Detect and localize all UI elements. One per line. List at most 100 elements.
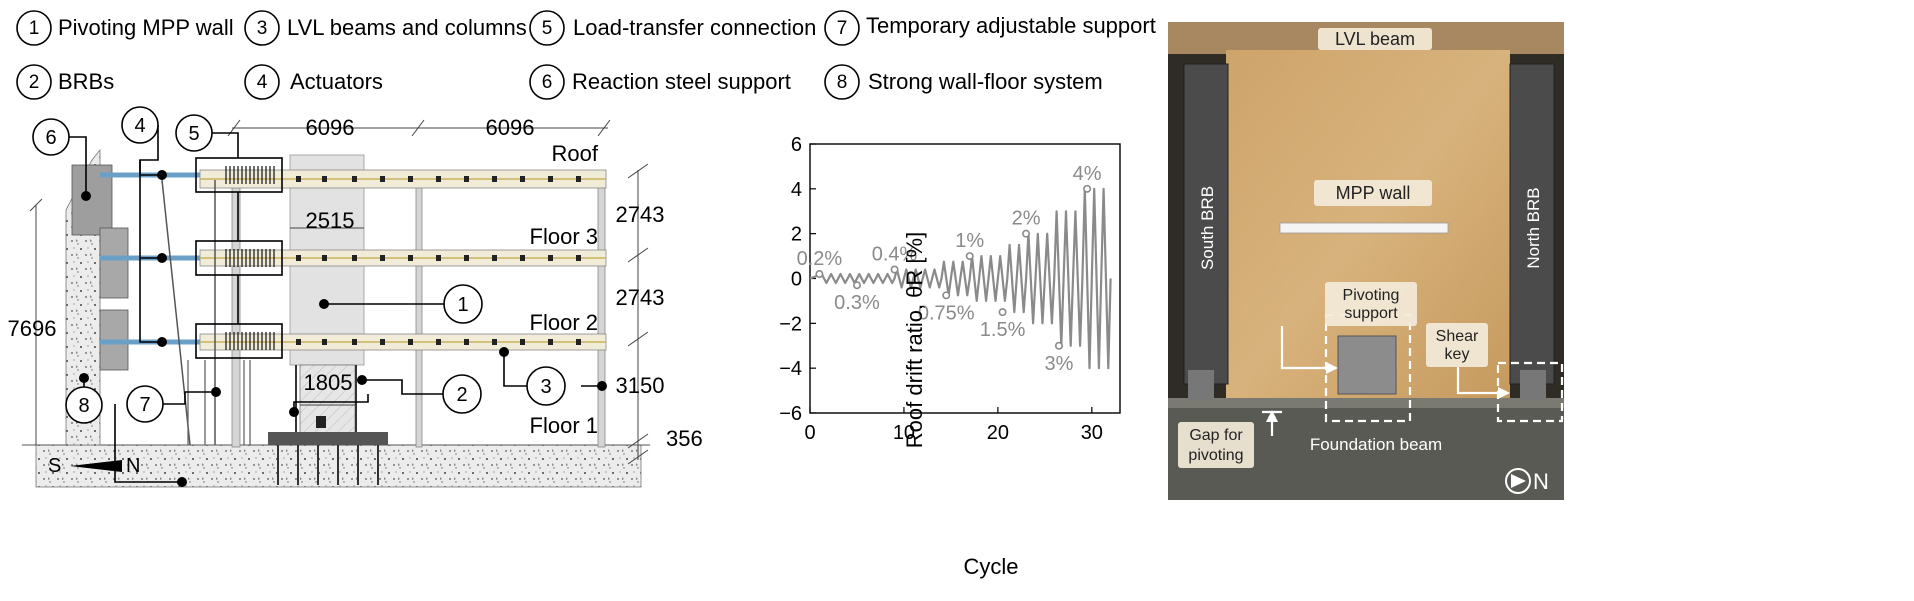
annotation-marker (965, 252, 974, 261)
legend-label: Reaction steel support (572, 69, 791, 94)
annotation-label: 1.5% (980, 319, 1026, 341)
annotation-label: 4% (1073, 163, 1102, 185)
photo-label-key: key (1445, 346, 1470, 363)
callout-8: 8 (65, 386, 103, 424)
annotation-marker (998, 308, 1007, 317)
north-brb-photo (1509, 63, 1555, 385)
annotation-marker (815, 270, 824, 279)
legend-number: 8 (837, 72, 848, 93)
dim-base-width: 1805 (304, 370, 353, 395)
drift-signal-line (809, 187, 1112, 370)
callouts: 6 4 5 1 2 3 7 (32, 106, 566, 424)
photo-label-north-brb: North BRB (1524, 187, 1543, 268)
legend-label: LVL beams and columns (287, 15, 527, 40)
photo-label-shear: Shear (1436, 328, 1479, 345)
legend-label: Load-transfer connection (573, 15, 816, 40)
annotation-marker (852, 281, 861, 290)
y-tick-label: −4 (779, 358, 802, 380)
dim-bay-1: 6096 (306, 115, 355, 140)
legend-label: Strong wall-floor system (868, 69, 1103, 94)
floor-beams (199, 169, 607, 351)
svg-text:5: 5 (188, 123, 199, 145)
north-arrow-icon (1511, 474, 1526, 488)
photo-label-north: N (1533, 469, 1549, 494)
legend-number: 4 (257, 72, 268, 93)
photo-label-south-brb: South BRB (1198, 186, 1217, 270)
legend-label: Pivoting MPP wall (58, 15, 234, 40)
compass-north: N (126, 455, 140, 477)
y-axis-label: Roof drift ratio, θR [%] (902, 232, 927, 448)
dim-bay-2: 6096 (486, 115, 535, 140)
annotation-label: 0.2% (797, 248, 843, 270)
wall-foundation (299, 364, 356, 436)
annotation-label: 0.3% (834, 292, 880, 314)
test-photo: LVL beam MPP wall South BRB North BRB Pi… (1168, 22, 1564, 500)
legend-number: 5 (542, 18, 553, 39)
x-axis-label: Cycle (963, 554, 1018, 579)
dim-wall-width: 2515 (306, 208, 355, 233)
y-tick-label: 2 (791, 224, 802, 246)
x-tick-label: 10 (893, 422, 915, 444)
level-floor-1: Floor 1 (530, 413, 598, 438)
legend-item-8: 8 Strong wall-floor system (824, 64, 1103, 100)
callout-6: 6 (32, 118, 70, 156)
amplitude-annotations: 0.2%0.3%0.4%0.75%1%1.5%2%3%4% (797, 163, 1102, 375)
load-transfer-boxes (195, 157, 283, 359)
dim-story-2: 2743 (616, 285, 665, 310)
arrow-icon (70, 460, 122, 472)
photo-label-mpp-wall: MPP wall (1336, 183, 1411, 203)
dim-base: 356 (666, 426, 703, 451)
legend-item-5: 5 Load-transfer connection (529, 10, 816, 46)
svg-text:6: 6 (45, 127, 56, 149)
legend-item-7: 7 Temporary adjustable support (824, 10, 1156, 46)
callout-1: 1 (443, 284, 483, 324)
level-floor-2: Floor 2 (530, 310, 598, 335)
level-roof: Roof (552, 141, 599, 166)
brbs (295, 365, 357, 432)
annotation-marker (890, 265, 899, 274)
photo-label-support: support (1344, 305, 1398, 322)
callout-7: 7 (126, 385, 164, 423)
callout-3: 3 (526, 366, 566, 406)
callout-4: 4 (121, 106, 159, 144)
y-tick-label: −2 (779, 313, 802, 335)
svg-text:2: 2 (456, 384, 467, 406)
photo-label-gap-for: Gap for (1189, 427, 1243, 444)
instrument-strip (1279, 222, 1449, 234)
x-tick-label: 0 (804, 422, 815, 444)
compass-arrow: S N (48, 455, 140, 477)
photo-label-pivoting-gap: pivoting (1188, 447, 1243, 464)
dim-story-1: 3150 (616, 373, 665, 398)
elevation-drawing: 6096 6096 2515 1805 7696 2743 2743 3150 … (8, 106, 703, 488)
legend-number: 7 (837, 18, 848, 39)
legend-number: 3 (257, 18, 268, 39)
y-tick-label: −6 (779, 403, 802, 425)
foundation-beam (268, 432, 388, 445)
y-tick-label: 6 (791, 134, 802, 156)
annotation-marker (1022, 229, 1031, 238)
level-floor-3: Floor 3 (530, 224, 598, 249)
callout-2: 2 (442, 374, 482, 414)
dim-height-total: 7696 (8, 316, 57, 341)
legend-number: 2 (29, 72, 40, 93)
legend-item-1: 1 Pivoting MPP wall (16, 10, 234, 46)
annotation-label: 0.4% (872, 244, 918, 266)
temporary-supports (187, 360, 251, 445)
foundation-piles (277, 445, 379, 485)
y-tick-label: 4 (791, 179, 802, 201)
leader-dots (79, 170, 607, 487)
leader-lines (69, 125, 602, 483)
legend-item-2: 2 BRBs (16, 64, 114, 100)
dimension-lines (29, 119, 649, 465)
annotation-label: 3% (1044, 353, 1073, 375)
annotation-label: 1% (955, 230, 984, 252)
svg-text:7: 7 (139, 394, 150, 416)
legend-item-4: 4 Actuators (244, 64, 383, 100)
annotation-marker (942, 291, 951, 300)
joist-marks (296, 176, 581, 345)
legend-label: BRBs (58, 69, 114, 94)
annotation-label: 2% (1012, 208, 1041, 230)
photo-label-foundation-beam: Foundation beam (1310, 435, 1442, 454)
